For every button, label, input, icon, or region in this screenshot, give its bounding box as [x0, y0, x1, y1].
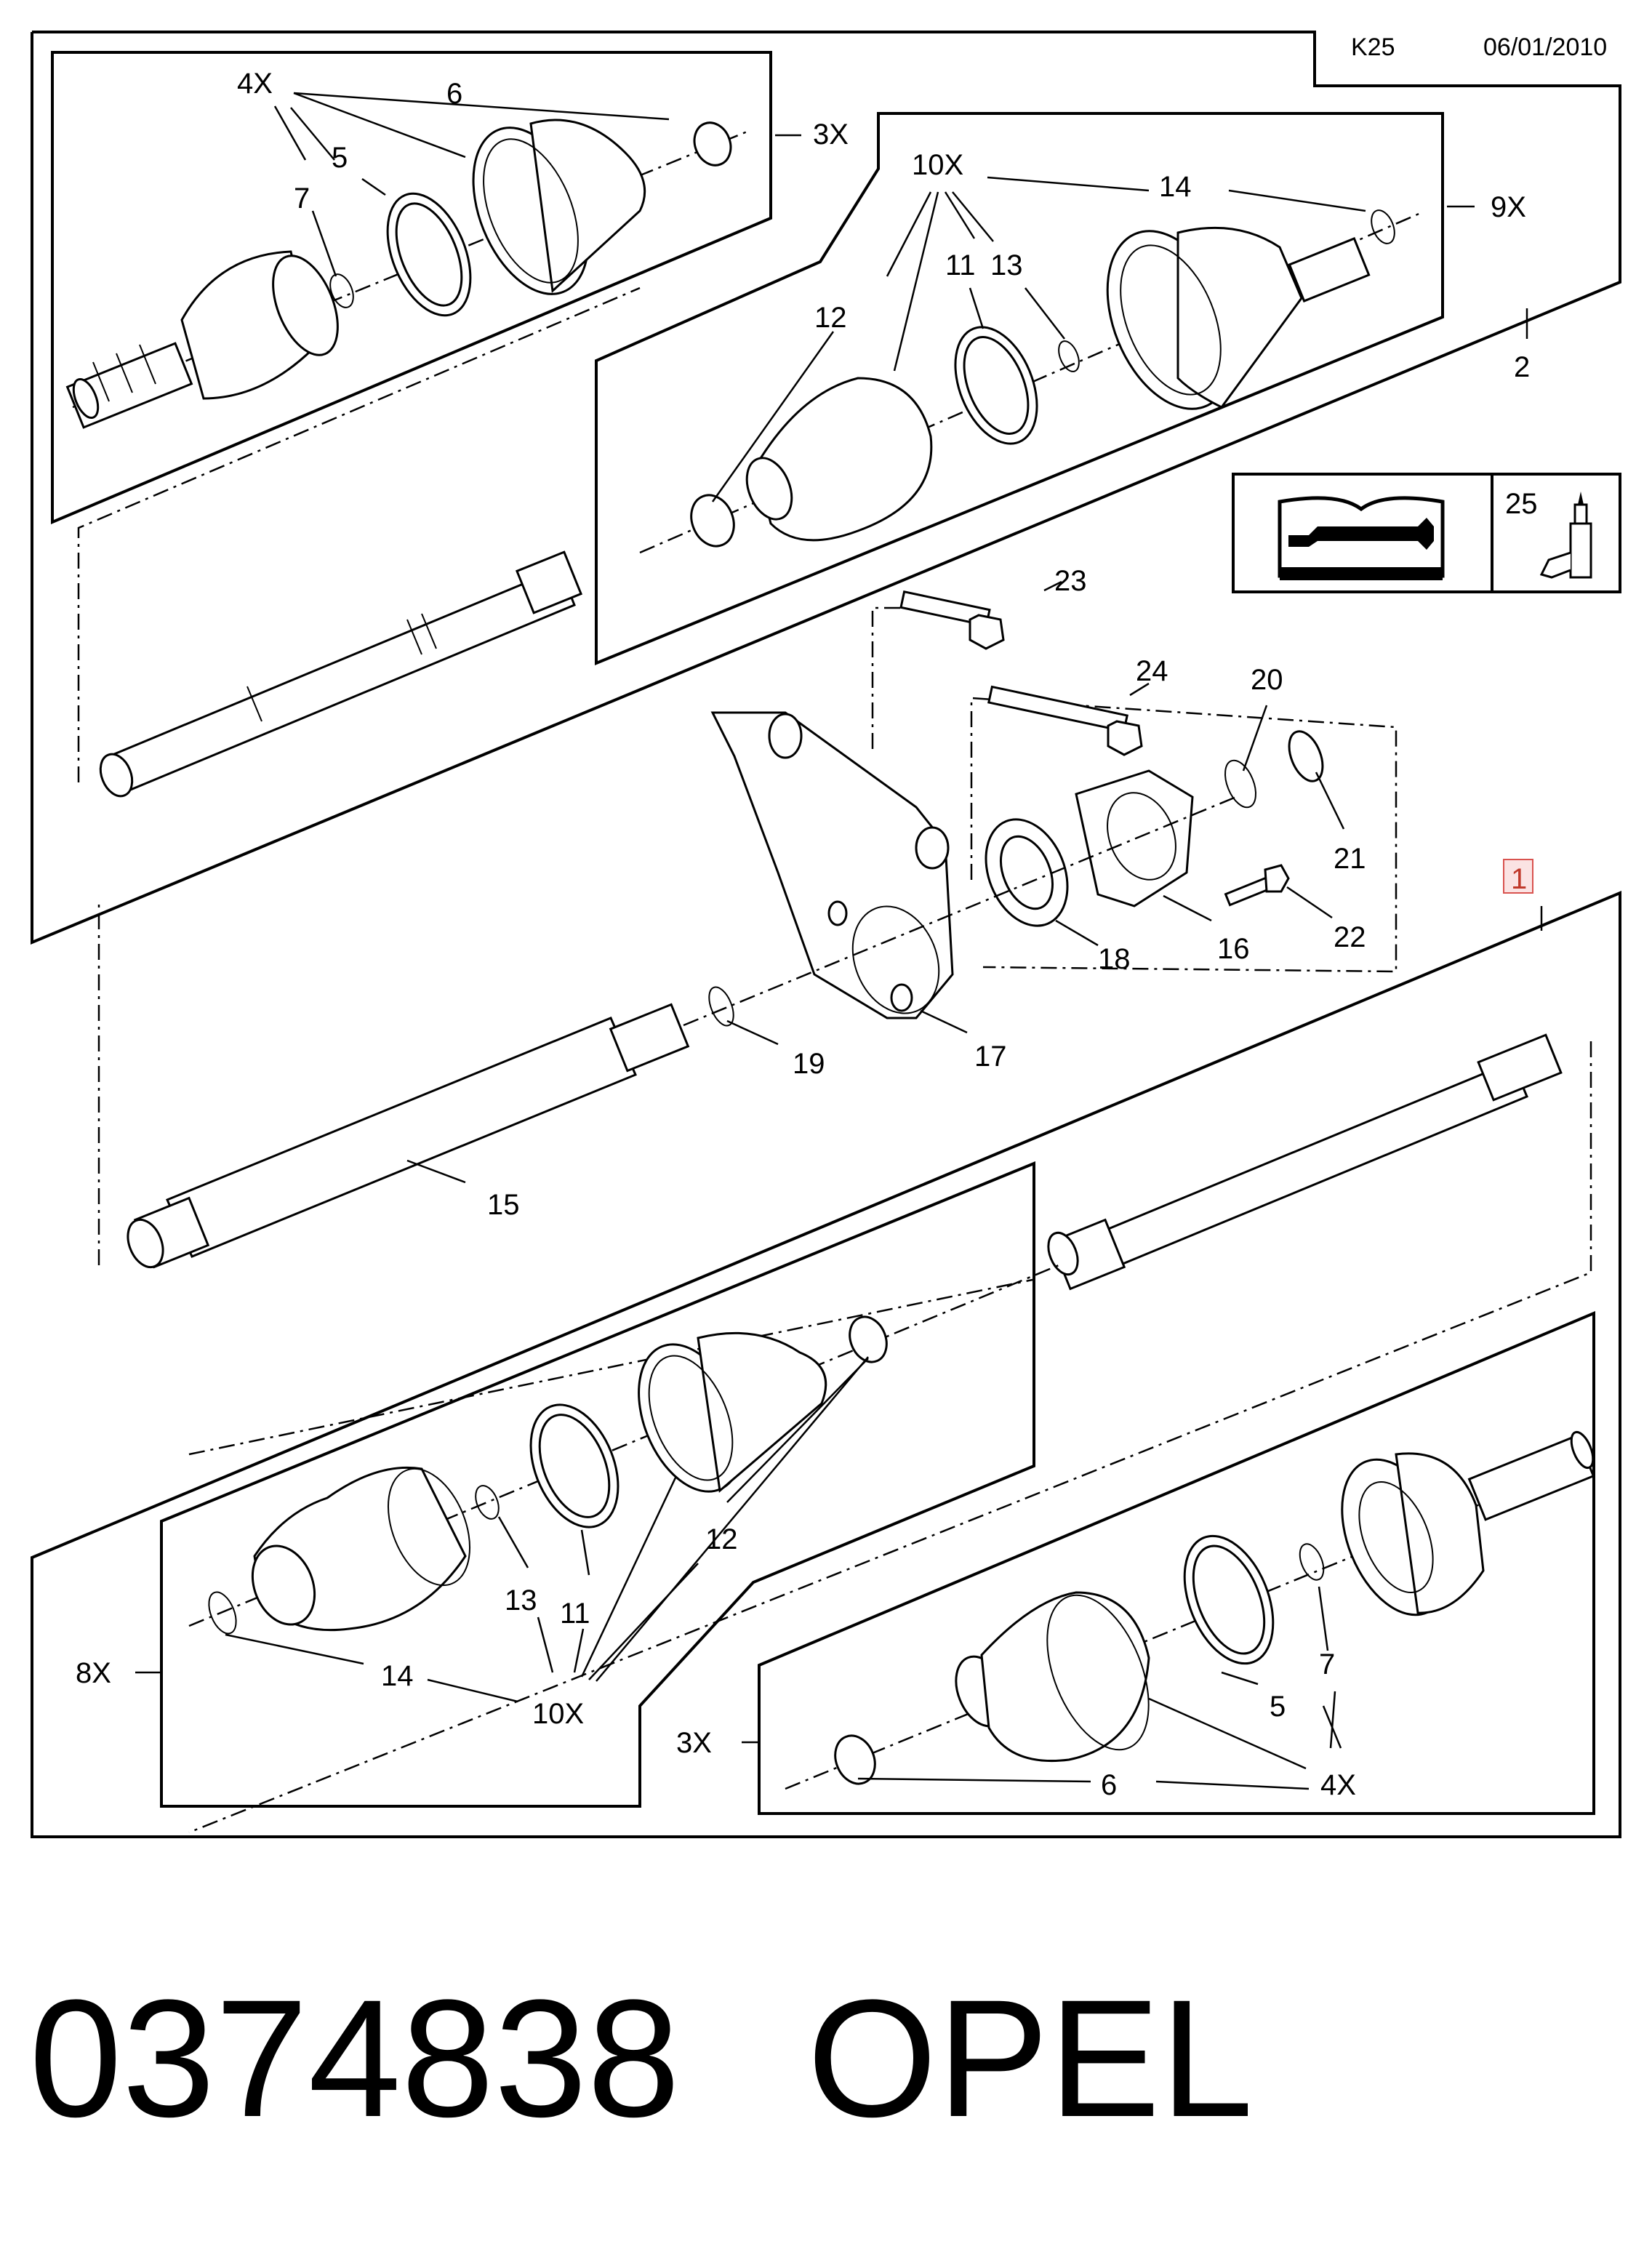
- callout-18: 18: [1098, 943, 1131, 975]
- service-reference-box: [1232, 473, 1621, 593]
- lower-inner-joint-box: [160, 1161, 1035, 1808]
- callout-22: 22: [1334, 921, 1366, 953]
- callout-upper-9x: 9X: [1491, 191, 1526, 223]
- callout-15: 15: [487, 1189, 520, 1221]
- callout-1: 1: [1511, 863, 1527, 895]
- callout-lower-8x: 8X: [76, 1657, 111, 1689]
- lower-outer-joint: [785, 1430, 1595, 1790]
- brand-name: OPEL: [807, 1965, 1254, 2152]
- callout-16: 16: [1217, 933, 1250, 965]
- callout-upper-4x: 4X: [237, 68, 273, 100]
- callout-lower-5: 5: [1270, 1691, 1286, 1723]
- callout-lower-4x: 4X: [1320, 1769, 1356, 1801]
- callout-1-highlight: [1503, 859, 1533, 894]
- callout-lower-13: 13: [505, 1584, 537, 1616]
- upper-assembly-frame: [31, 31, 1621, 945]
- callout-upper-11: 11: [945, 249, 976, 281]
- part-number: 0374838: [29, 1965, 680, 2152]
- callout-upper-5: 5: [332, 142, 348, 174]
- callout-lower-7: 7: [1319, 1648, 1335, 1680]
- lower-assembly-frame: [31, 890, 1621, 1838]
- callout-lower-12: 12: [705, 1523, 738, 1555]
- callout-20: 20: [1251, 664, 1283, 696]
- callout-17: 17: [974, 1041, 1007, 1073]
- callout-upper-10x: 10X: [912, 149, 963, 181]
- callout-lower-14: 14: [381, 1660, 414, 1692]
- callout-upper-14: 14: [1159, 171, 1192, 203]
- grease-tube-icon: [1539, 492, 1592, 579]
- shaft-15: [97, 902, 690, 1269]
- callout-upper-13: 13: [990, 249, 1023, 281]
- callout-upper-12: 12: [814, 302, 847, 334]
- callout-upper-7: 7: [294, 183, 310, 215]
- callout-19: 19: [793, 1048, 825, 1080]
- service-manual-wrench-icon: [1278, 496, 1445, 580]
- diagram-code: K25: [1351, 33, 1395, 61]
- upper-inner-joint: [639, 209, 1423, 554]
- callout-21: 21: [1334, 843, 1366, 875]
- callout-24: 24: [1136, 655, 1168, 687]
- callout-upper-6: 6: [446, 78, 462, 110]
- upper-inner-joint-box: [595, 112, 1444, 665]
- center-bearing-assembly: [683, 590, 1398, 1027]
- callout-lower-11: 11: [560, 1598, 590, 1630]
- lower-inner-joint: [188, 1264, 1059, 1635]
- upper-outer-joint: [65, 119, 750, 429]
- callout-upper-3x: 3X: [813, 119, 849, 151]
- leader-lines: [135, 92, 1543, 1790]
- upper-shaft: [77, 286, 641, 798]
- diagram-date: 06/01/2010: [1483, 33, 1607, 61]
- lower-shaft: [188, 1033, 1592, 1834]
- upper-outer-joint-box: [51, 51, 772, 525]
- callout-23: 23: [1054, 565, 1087, 597]
- lower-outer-joint-box: [758, 1310, 1595, 1815]
- callout-lower-10x: 10X: [532, 1698, 584, 1730]
- callout-upper-2: 2: [1514, 351, 1530, 383]
- callout-lower-3x: 3X: [676, 1727, 712, 1759]
- ref-label-25: 25: [1505, 488, 1538, 520]
- callout-lower-6: 6: [1101, 1769, 1117, 1801]
